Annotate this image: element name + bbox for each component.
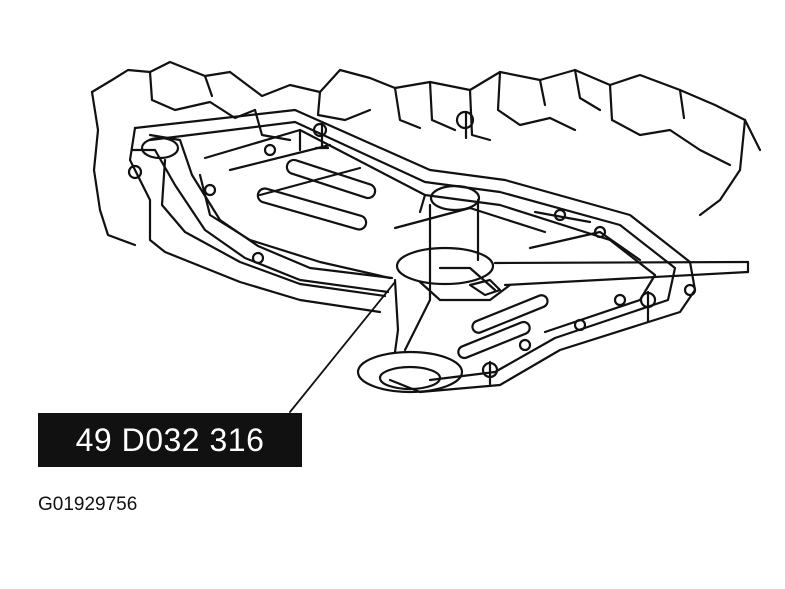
oil-pan-body — [198, 128, 657, 360]
engine-block-outline — [90, 60, 762, 247]
callout-leader-line — [289, 281, 396, 413]
figure-id: G01929756 — [38, 494, 138, 515]
tool-number-label: 49 D032 316 — [38, 413, 302, 467]
oil-strainer-and-tool — [356, 184, 750, 394]
exhaust-pipe — [130, 133, 394, 294]
pan-bolts — [127, 110, 697, 386]
oil-pan-flange — [128, 108, 697, 394]
